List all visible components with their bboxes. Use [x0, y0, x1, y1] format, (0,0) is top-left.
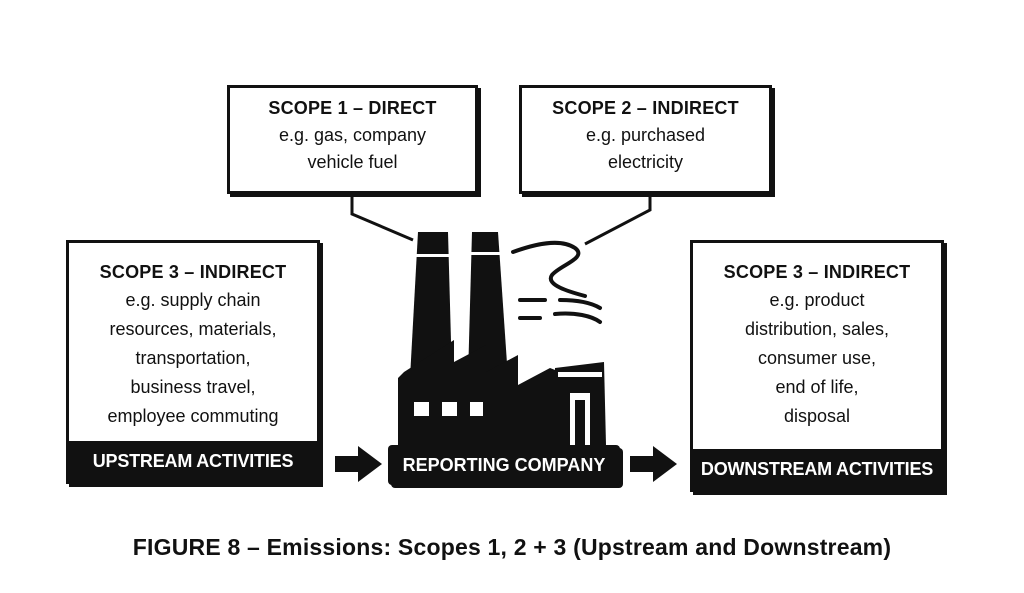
- scope1-callout: SCOPE 1 – DIRECT e.g. gas, company vehic…: [227, 85, 478, 194]
- arrow-right-icon: [630, 446, 677, 482]
- downstream-label: DOWNSTREAM ACTIVITIES: [693, 449, 941, 489]
- scope2-title: SCOPE 2 – INDIRECT: [552, 98, 739, 118]
- figure-caption: FIGURE 8 – Emissions: Scopes 1, 2 + 3 (U…: [132, 534, 892, 560]
- factory-icon: [398, 232, 606, 445]
- scope1-pointer: [350, 194, 414, 242]
- arrow-right-icon: [335, 446, 382, 482]
- upstream-title: SCOPE 3 – INDIRECT: [99, 262, 287, 282]
- scope2-pointer: [584, 194, 652, 246]
- scope2-body: e.g. purchased electricity: [585, 125, 706, 172]
- smoke-icon: [511, 240, 602, 324]
- downstream-box: SCOPE 3 – INDIRECT e.g. product distribu…: [690, 240, 944, 492]
- reporting-company-label: REPORTING COMPANY: [388, 445, 620, 485]
- scope1-title: SCOPE 1 – DIRECT: [268, 98, 437, 118]
- downstream-body: e.g. product distribution, sales, consum…: [744, 290, 890, 426]
- downstream-title: SCOPE 3 – INDIRECT: [723, 262, 911, 282]
- scope1-body: e.g. gas, company vehicle fuel: [278, 125, 427, 172]
- scope2-callout: SCOPE 2 – INDIRECT e.g. purchased electr…: [519, 85, 772, 194]
- upstream-label: UPSTREAM ACTIVITIES: [69, 441, 317, 481]
- upstream-body: e.g. supply chain resources, materials, …: [107, 290, 279, 426]
- upstream-box: SCOPE 3 – INDIRECT e.g. supply chain res…: [66, 240, 320, 484]
